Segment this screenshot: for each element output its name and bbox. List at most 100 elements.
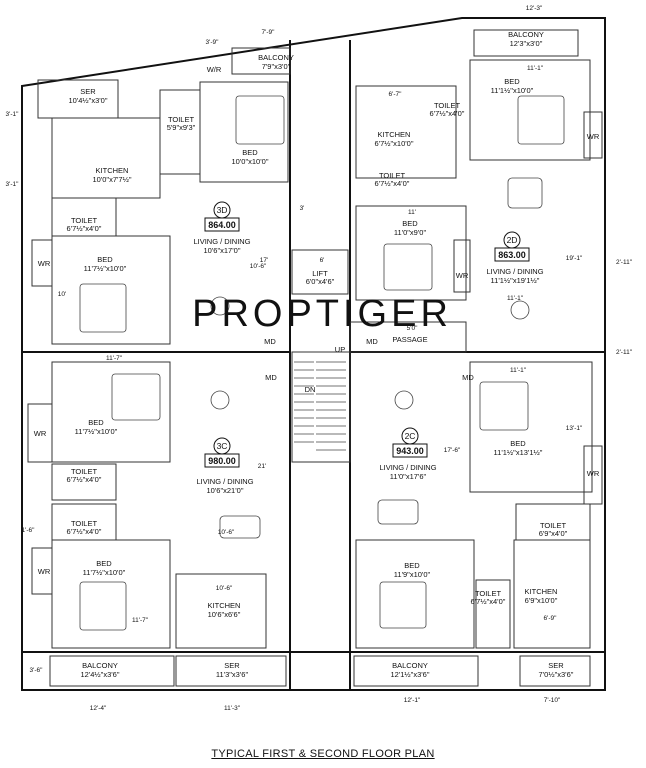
room-size: 6'7½"x10'0"	[374, 139, 413, 148]
room-name: TOILET	[71, 467, 98, 476]
dimension-text: 12'-3"	[526, 5, 543, 12]
room-size: 6'9"x10'0"	[525, 596, 558, 605]
dimension-text: 2'-11"	[616, 349, 633, 356]
dining-table-3c	[219, 515, 261, 539]
svg-text:3C: 3C	[217, 441, 228, 451]
dimension-text: 3'-1"	[6, 111, 20, 118]
room-size: 6'7½"x4'0"	[430, 109, 465, 118]
room-size: 12'1½"x3'6"	[390, 670, 429, 679]
dimension-text: 10'	[58, 291, 66, 298]
toilet-top-room	[159, 89, 201, 175]
room-name: SER	[224, 661, 240, 670]
room-size: 11'0"x17'6"	[390, 472, 427, 481]
window-wr-2d	[453, 239, 471, 293]
room-name: BED	[504, 77, 520, 86]
room-size: 11'7½"x10'0"	[84, 264, 127, 273]
room-name: LIVING / DINING	[379, 463, 436, 472]
room-name: TOILET	[475, 589, 502, 598]
svg-text:863.00: 863.00	[498, 250, 526, 260]
room-name: TOILET	[168, 115, 195, 124]
dimension-text: 10'-6"	[216, 585, 233, 592]
room-name: BED	[242, 148, 258, 157]
dimension-text: 3'	[300, 205, 305, 212]
room-name: TOILET	[71, 519, 98, 528]
dimension-text: 1'-6"	[22, 527, 36, 534]
sofa-table-3d	[210, 296, 230, 316]
room-name: KITCHEN	[378, 130, 411, 139]
room-name: SER	[548, 661, 564, 670]
svg-text:2D: 2D	[507, 235, 518, 245]
dimension-text: 17'	[260, 257, 268, 264]
room-name: BED	[88, 418, 104, 427]
dimension-text: 11'-7"	[132, 617, 149, 624]
dimension-text: 11'-1"	[507, 295, 524, 302]
balcony-top-left-room	[231, 47, 291, 75]
room-name: BALCONY	[508, 30, 544, 39]
dimension-text: 12'-1"	[404, 697, 421, 704]
balcony-bottom-right-room	[353, 655, 479, 687]
ser-bottom-left-room	[175, 655, 287, 687]
room-size: 10'0"x10'0"	[232, 157, 269, 166]
room-name: KITCHEN	[208, 601, 241, 610]
room-name: LIFT	[312, 269, 328, 278]
toilet-3c-room-a	[51, 463, 117, 501]
window-wr-3c	[27, 403, 53, 463]
kitchen-2d-room	[355, 85, 457, 179]
dimension-labels: 12'-3" 7'-9" 3'-9" 11'-1" 3'-1" 3'-1" 10…	[6, 5, 633, 712]
room-name: WR	[38, 567, 51, 576]
room-size: 10'0"x7'7½"	[92, 175, 131, 184]
room-size: 11'3"x3'6"	[216, 670, 249, 679]
room-name: WR	[38, 259, 51, 268]
room-size: 11'7½"x10'0"	[75, 427, 118, 436]
unit-tag-2d: 2D 863.00	[494, 231, 530, 262]
bed-2c-bottom-room	[355, 539, 475, 649]
room-size: 11'1½"x10'0"	[491, 86, 534, 95]
room-size: 7'9"x3'0"	[262, 62, 291, 71]
room-name: TOILET	[379, 171, 406, 180]
sofa-table-2c	[394, 390, 414, 410]
room-name: UP	[335, 345, 345, 354]
room-name: TOILET	[434, 101, 461, 110]
lift-shaft	[291, 249, 349, 295]
dimension-text: 5'0"	[407, 325, 418, 332]
balcony-bottom-left-room	[49, 655, 175, 687]
room-size: 11'1½"x13'1½"	[494, 448, 543, 457]
window-wr-3c-bottom	[31, 547, 53, 595]
room-name: WR	[34, 429, 47, 438]
bed-3c-top-room	[51, 361, 171, 463]
room-name: LIVING / DINING	[486, 267, 543, 276]
room-size: 6'7½"x4'0"	[375, 179, 410, 188]
toilet-2c-room-b	[475, 579, 511, 649]
dining-table-2d	[507, 177, 543, 209]
dining-table-2c	[377, 499, 419, 525]
sofa-table-3c	[210, 390, 230, 410]
window-wr-3d	[31, 239, 53, 287]
floor-plan-drawing: PROPTIGER 3D 864.00 2D 863.00 3C 980.00 …	[6, 5, 633, 712]
outer-wall	[21, 17, 606, 691]
room-name: BED	[510, 439, 526, 448]
dimension-text: 10'-6"	[250, 263, 267, 270]
plan-title: TYPICAL FIRST & SECOND FLOOR PLAN	[211, 748, 435, 760]
room-name: MD	[462, 373, 474, 382]
ser-bottom-right-room	[519, 655, 591, 687]
room-name: TOILET	[71, 216, 98, 225]
room-size: 6'7½"x4'0"	[67, 224, 102, 233]
unit-tag-3c: 3C 980.00	[204, 437, 240, 468]
svg-text:980.00: 980.00	[208, 456, 236, 466]
room-name: MD	[264, 337, 276, 346]
svg-text:943.00: 943.00	[396, 446, 424, 456]
room-name: DN	[305, 385, 316, 394]
room-size: 6'9"x4'0"	[539, 529, 568, 538]
room-name: BALCONY	[258, 53, 294, 62]
dimension-text: 3'-1"	[6, 181, 20, 188]
svg-text:3D: 3D	[217, 205, 228, 215]
room-name: TOILET	[540, 521, 567, 530]
bed-3d-top	[199, 81, 289, 183]
balcony-top-right-room	[473, 29, 579, 57]
sofa-table-2d	[510, 300, 530, 320]
dimension-text: 13'-1"	[566, 425, 583, 432]
dimension-text: 7'-10"	[544, 697, 561, 704]
bed-furniture-3d-left	[79, 283, 127, 333]
dimension-text: 6'-9"	[544, 615, 558, 622]
room-name: LIVING / DINING	[196, 477, 253, 486]
